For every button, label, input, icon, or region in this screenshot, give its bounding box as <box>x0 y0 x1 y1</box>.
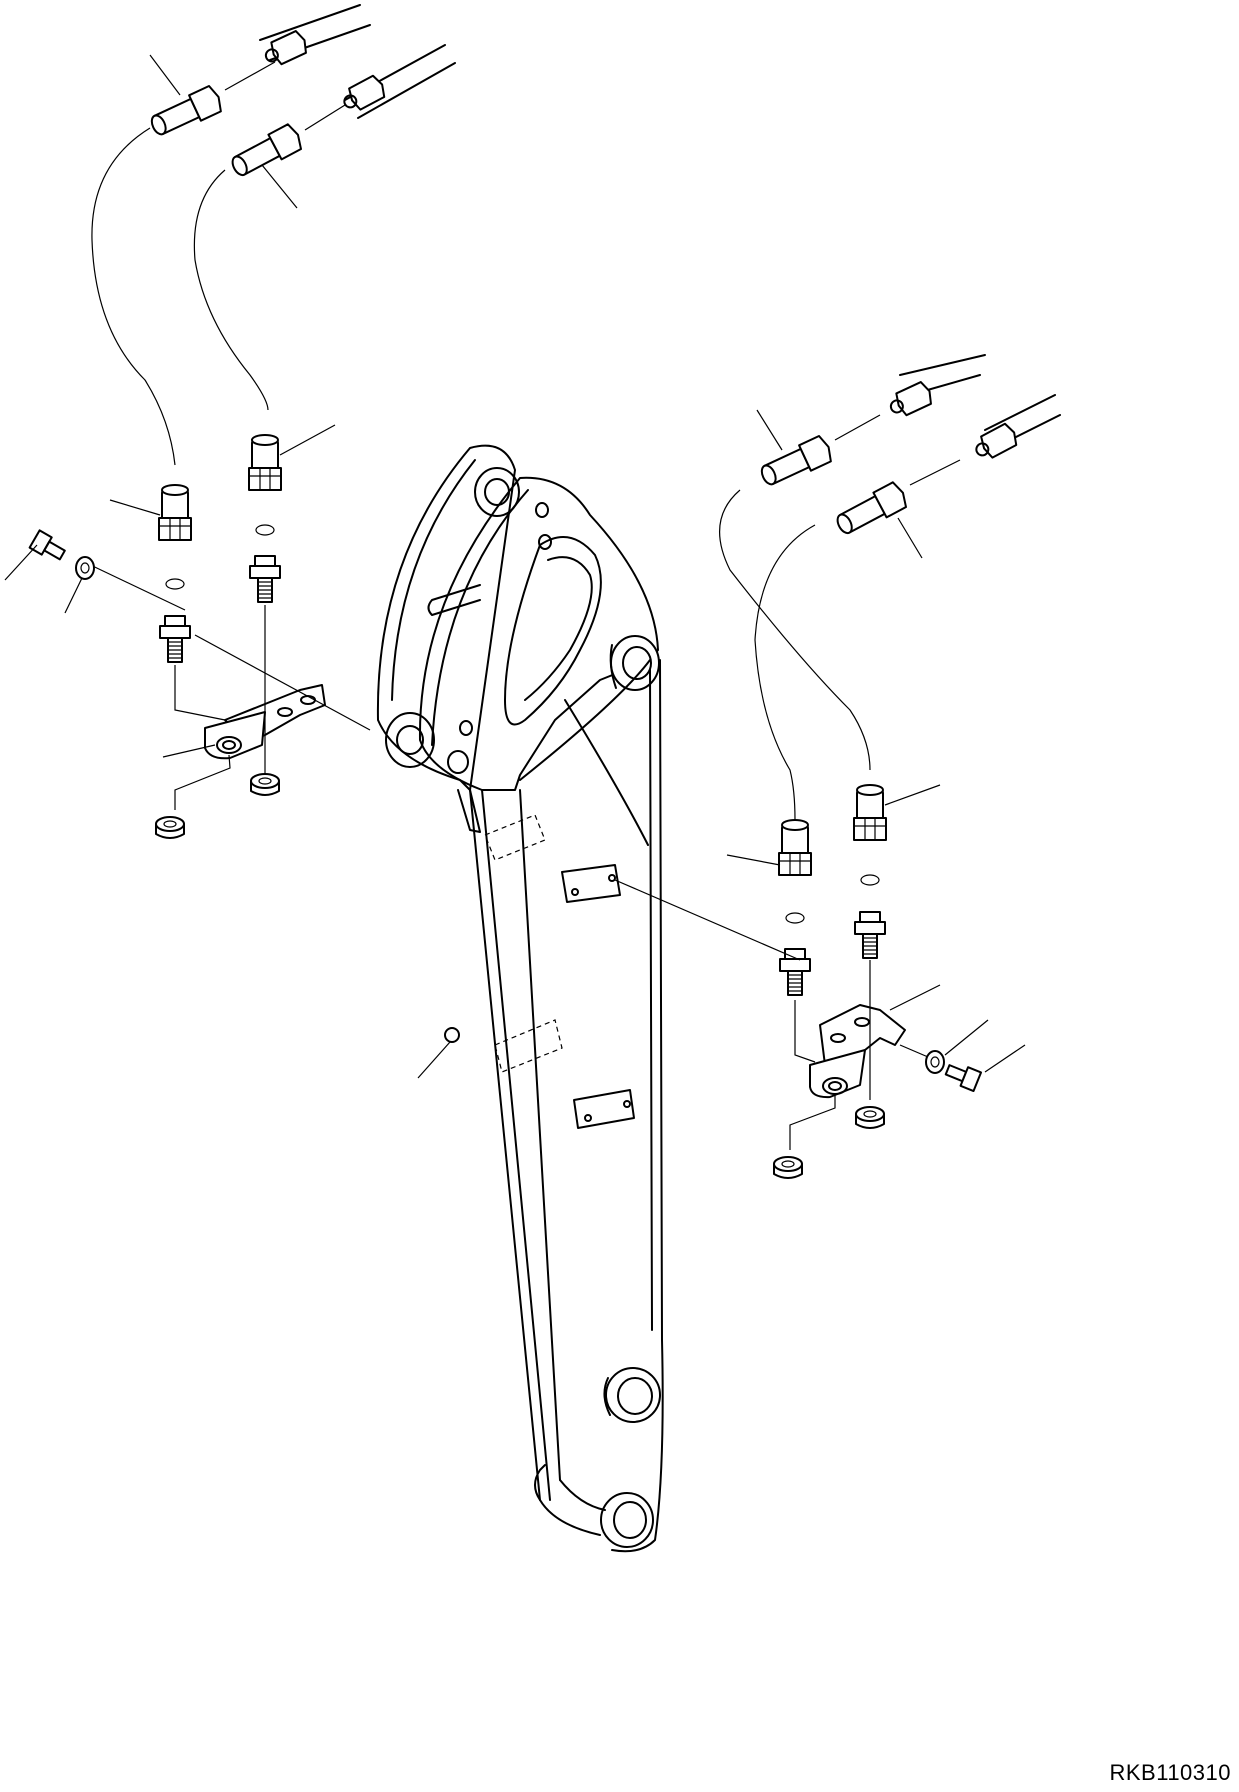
left-hose-assembly <box>28 4 456 839</box>
drawing-code: RKB110310 <box>1109 1760 1231 1785</box>
right-hose-assembly <box>614 354 1061 1179</box>
leader-lines <box>4 54 1026 1079</box>
arm-body <box>376 444 664 1553</box>
